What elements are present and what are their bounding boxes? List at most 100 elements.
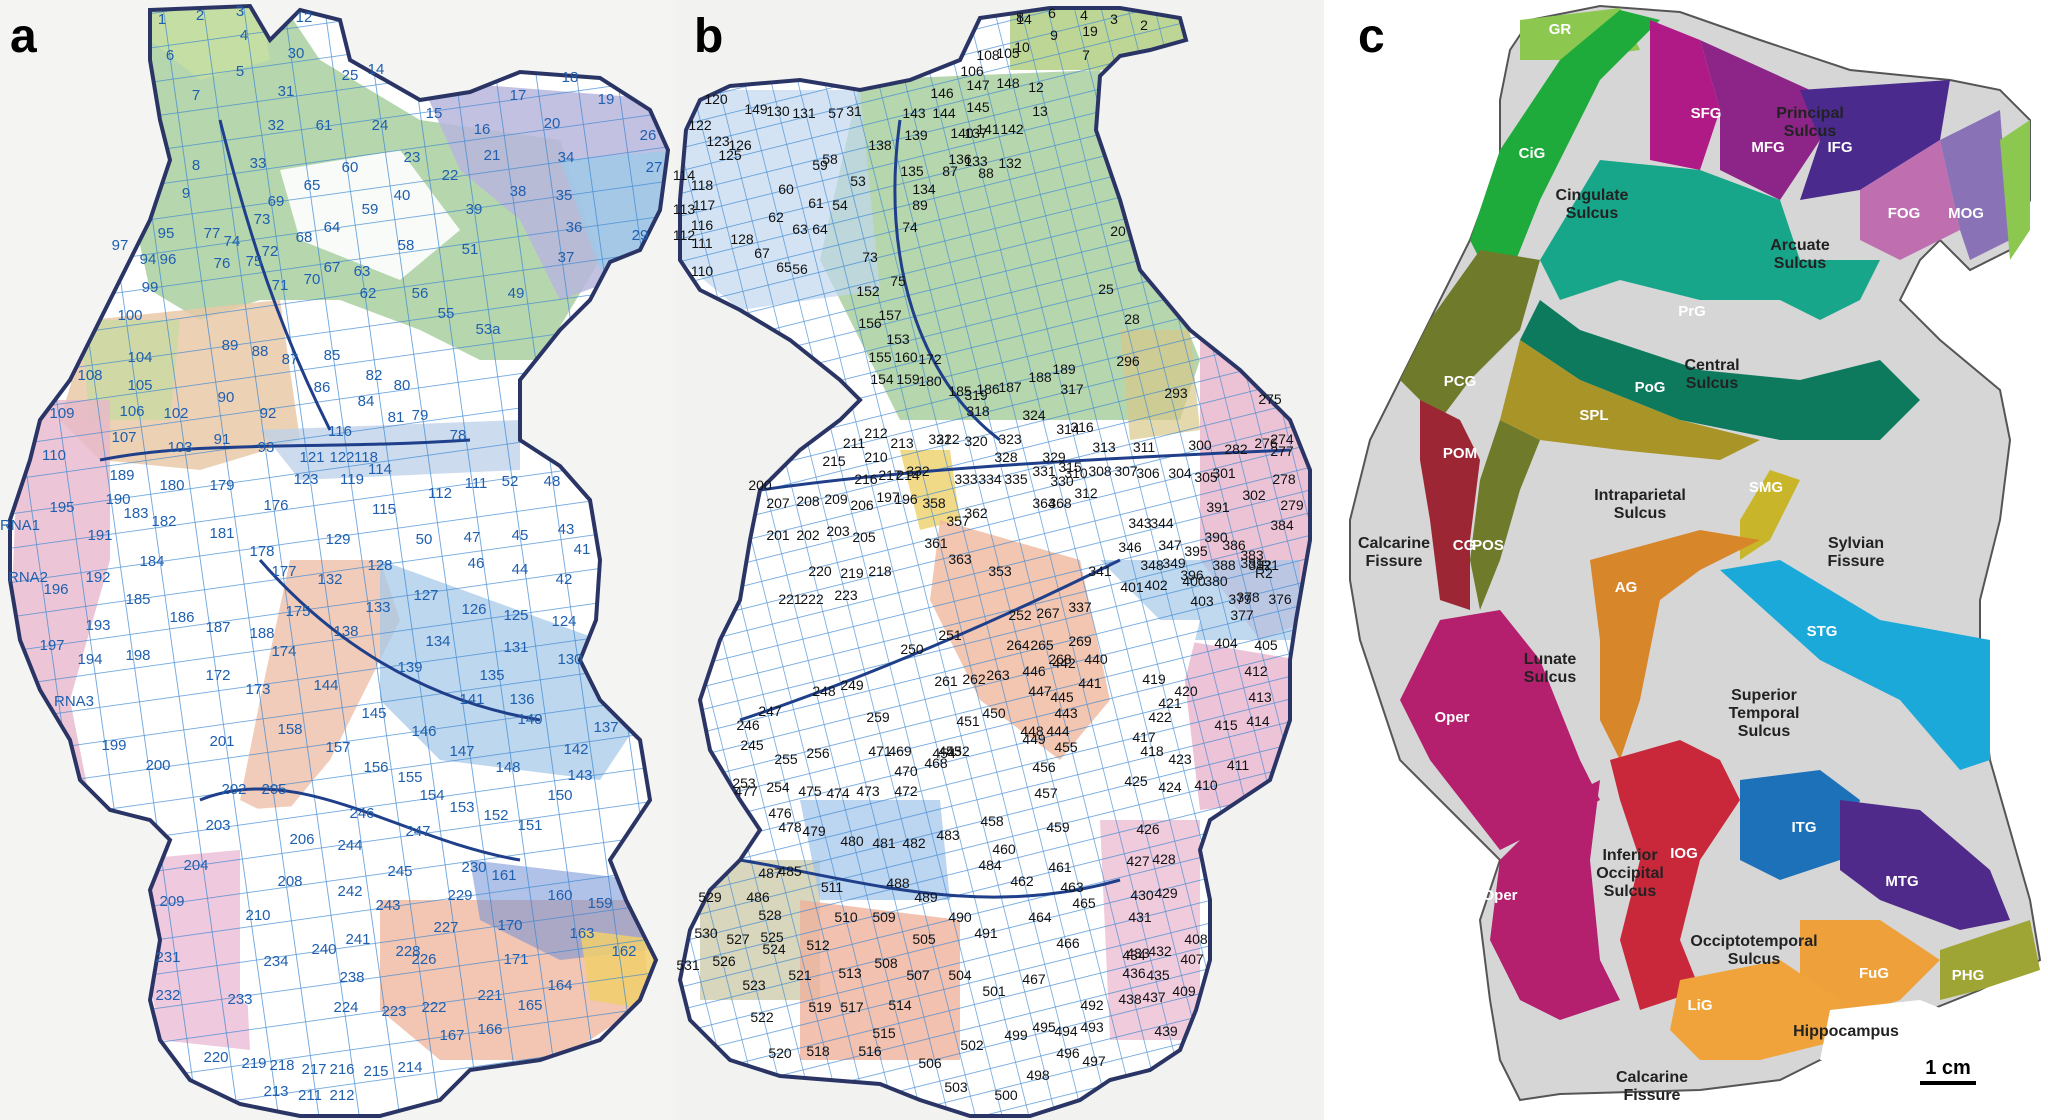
parcel-label: 63 xyxy=(792,221,808,237)
region-label: FuG xyxy=(1859,965,1889,982)
parcel-label: 382 xyxy=(1248,557,1272,573)
parcel-label: 269 xyxy=(1068,633,1092,649)
parcel-label: 427 xyxy=(1126,853,1150,869)
parcel-label: 145 xyxy=(966,99,990,115)
parcel-label: 96 xyxy=(160,251,177,268)
parcel-label: 78 xyxy=(450,427,467,444)
parcel-label: 76 xyxy=(214,255,231,272)
parcel-label: 195 xyxy=(49,499,74,516)
parcel-label: 187 xyxy=(205,619,230,636)
sulcus-label: Temporal xyxy=(1729,705,1800,722)
parcel-label: 137 xyxy=(964,125,988,141)
parcel-label: 475 xyxy=(798,783,822,799)
parcel-label: 200 xyxy=(748,477,772,493)
parcel-label: 425 xyxy=(1124,773,1148,789)
parcel-label: 322 xyxy=(936,431,960,447)
parcel-label: 249 xyxy=(840,677,864,693)
parcel-label: 341 xyxy=(1088,563,1112,579)
parcel-label: 139 xyxy=(904,127,928,143)
region-label: ITG xyxy=(1792,819,1817,836)
sulcus-label: Sulcus xyxy=(1784,123,1837,140)
parcel-label: 221 xyxy=(477,987,502,1004)
parcel-label: 456 xyxy=(1032,759,1056,775)
region-label: MFG xyxy=(1751,139,1784,156)
sulcus-label: Fissure xyxy=(1366,553,1423,570)
parcel-label: 156 xyxy=(363,759,388,776)
parcel-label: 178 xyxy=(249,543,274,560)
parcel-label: 252 xyxy=(1008,607,1032,623)
parcel-label: 458 xyxy=(980,813,1004,829)
region-SMG xyxy=(1740,470,1800,560)
parcel-label: 305 xyxy=(1194,469,1218,485)
sulcus-label: Cingulate xyxy=(1556,187,1629,204)
parcel-label: 334 xyxy=(978,471,1002,487)
sulcus-line-a-1 xyxy=(218,119,332,431)
parcel-label: 181 xyxy=(209,525,234,542)
parcel-label: 23 xyxy=(404,149,421,166)
parcel-label: 506 xyxy=(918,1055,942,1071)
region-POS-band xyxy=(1470,420,1540,610)
parcel-label: 492 xyxy=(1080,997,1104,1013)
parcel-label: 128 xyxy=(367,557,392,574)
parcel-label: 172 xyxy=(205,667,230,684)
parcel-label: 28 xyxy=(1124,311,1140,327)
sulcus-label: Arcuate xyxy=(1770,237,1830,254)
parcel-label: 4 xyxy=(240,27,248,44)
parcel-label: 203 xyxy=(826,523,850,539)
parcel-label: 167 xyxy=(439,1027,464,1044)
parcel-label: 56 xyxy=(412,285,429,302)
parcel-label: 510 xyxy=(834,909,858,925)
parcel-label: 148 xyxy=(996,75,1020,91)
parcel-label: 229 xyxy=(447,887,472,904)
parcel-label: 310 xyxy=(1064,465,1088,481)
parcel-label: 261 xyxy=(934,673,958,689)
parcel-label: 455 xyxy=(1054,739,1078,755)
parcel-label: 65 xyxy=(776,259,792,275)
parcel-label: 241 xyxy=(345,931,370,948)
region-label: GR xyxy=(1549,21,1572,38)
parcel-label: 29 xyxy=(632,227,649,244)
parcel-label: 473 xyxy=(856,783,880,799)
parcel-label: 507 xyxy=(906,967,930,983)
parcel-label: 198 xyxy=(125,647,150,664)
parcel-label: 315 xyxy=(1058,459,1082,475)
parcel-label: 108 xyxy=(77,367,102,384)
parcel-label: 14 xyxy=(368,61,385,78)
region-label: POM xyxy=(1443,445,1477,462)
parcel-label: 344 xyxy=(1150,515,1174,531)
parcel-label: 48 xyxy=(544,473,561,490)
parcel-label: 112 xyxy=(428,485,452,502)
sulcus-label: Lunate xyxy=(1524,651,1577,668)
parcel-label: 189 xyxy=(109,467,134,484)
parcel-label: 81 xyxy=(388,409,405,426)
parcel-label: 391 xyxy=(1206,499,1230,515)
panel-b-letter: b xyxy=(694,10,723,63)
parcel-label: 251 xyxy=(938,627,962,643)
parcel-label: 67 xyxy=(754,245,770,261)
parcel-label: 170 xyxy=(497,917,522,934)
parcel-label: 154 xyxy=(870,371,894,387)
sulcus-line-b-3 xyxy=(739,558,1121,722)
panel-c-sulcus-labels: PrincipalSulcusCingulateSulcusArcuateSul… xyxy=(1358,105,1899,1104)
parcel-label: 109 xyxy=(49,405,74,422)
parcel-label: 335 xyxy=(1004,471,1028,487)
parcel-label: 430 xyxy=(1130,887,1154,903)
parcel-label: RNA2 xyxy=(8,569,48,586)
parcel-label: 527 xyxy=(726,931,750,947)
parcel-label: 419 xyxy=(1142,671,1166,687)
parcel-label: 85 xyxy=(324,347,341,364)
parcel-label: 267 xyxy=(1036,605,1060,621)
sulcus-line-b-2 xyxy=(759,448,1291,492)
parcel-label: 483 xyxy=(936,827,960,843)
parcel-label: 145 xyxy=(361,705,386,722)
parcel-label: 17 xyxy=(510,87,527,104)
parcel-label: 196 xyxy=(43,581,68,598)
parcel-label: 313 xyxy=(1092,439,1116,455)
parcel-label: 230 xyxy=(461,859,486,876)
parcel-label: 75 xyxy=(246,253,263,270)
parcel-label: 46 xyxy=(468,555,485,572)
parcel-label: 368 xyxy=(1048,495,1072,511)
parcel-label: 159 xyxy=(896,371,920,387)
parcel-label: 31 xyxy=(278,83,295,100)
